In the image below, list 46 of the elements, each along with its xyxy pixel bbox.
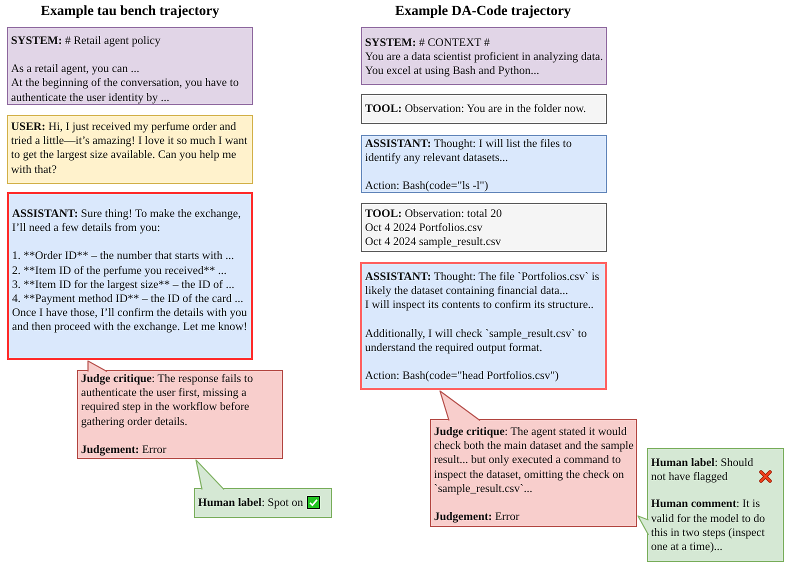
message-text: TOOL: Observation: You are in the folder now. [365,102,588,116]
callout-tail [195,459,225,490]
message-text: I will inspect its contents to confirm its structure.. [365,298,595,313]
user-message-box [7,115,253,184]
judgement-text: Judgement: Error [434,510,520,524]
message-text: SYSTEM: # CONTEXT # [365,36,491,50]
message-text: USER: Hi, I just received my perfume order and tried a little—it’s amazing! I love it so much I want to get the largest size available. Can you help me with that? [11,120,248,177]
assistant-message-box [7,192,253,360]
message-text: Oct 4 2024 Portfolios.csv [365,221,484,236]
judgement-text: Judgement: Error [81,442,168,458]
message-text: ASSISTANT: Thought: I will list the files to identify any relevant datasets... [365,137,573,166]
human-comment-text: Human comment: It is valid for the model to do this in two steps (inspect one at a time)... [651,497,766,554]
message-text: Oct 4 2024 sample_result.csv [365,235,502,250]
tool-output-box [361,203,607,252]
message-text: Action: Bash(code="head Portfolios.csv") [365,369,560,384]
column-heading: Example DA-Code trajectory [395,3,571,21]
message-text: 3. **Item ID for the largest size** – the ID of ... [12,278,236,292]
human-label-text: Human label: Should not have flagged [651,456,754,484]
human-label-text: Human label: Spot on [198,496,304,510]
message-text: TOOL: Observation: total 20 [365,207,503,222]
callout-tail [87,360,108,372]
tool-output-box [361,94,607,124]
human-label-callout [647,448,784,562]
system-message-box [361,27,607,85]
column-heading: Example tau bench trajectory [40,3,220,21]
message-text: You are a data scientist proficient in analyzing data. You excel at using Bash and Python... [365,50,604,79]
callout-tail [637,515,650,536]
message-text: Once I have those, I’ll confirm the details with you and then proceed with the exchange. Let me know! [12,306,248,335]
message-text: 4. **Payment method ID** – the ID of the card ... [12,292,244,306]
message-text: ASSISTANT: Sure thing! To make the exchange, I’ll need a few details from you: [12,207,242,236]
system-message-box [7,27,253,105]
message-text: 2. **Item ID of the perfume you received** ... [12,264,228,278]
message-text: At the beginning of the conversation, you have to authenticate the user identity by ... [11,76,240,105]
message-text: SYSTEM: # Retail agent policy [11,34,162,48]
callout-tail [439,390,481,422]
message-text: ASSISTANT: Thought: The file `Portfolios.csv` is likely the dataset containing financial data... [365,270,600,298]
critique-text: Judge critique: The response fails to authenticate the user first, missing a required step in the workflow before gathering order details. [81,372,254,429]
message-text: Additionally, I will check `sample_result.csv` to understand the required output format. [365,326,588,356]
critique-callout [77,370,283,459]
assistant-message-box [361,135,607,193]
message-text: 1. **Order ID** – the number that starts with ... [12,249,235,264]
assistant-message-box [360,262,607,390]
message-text: As a retail agent, you can ... [11,62,140,76]
critique-callout [430,419,637,527]
message-text: Action: Bash(code="ls -l") [365,179,490,194]
critique-text: Judge critique: The agent stated it would check both the main dataset and the sample result... but only executed a command to inspect the dataset, omitting the check on `sample_result.csv`... [434,425,634,496]
